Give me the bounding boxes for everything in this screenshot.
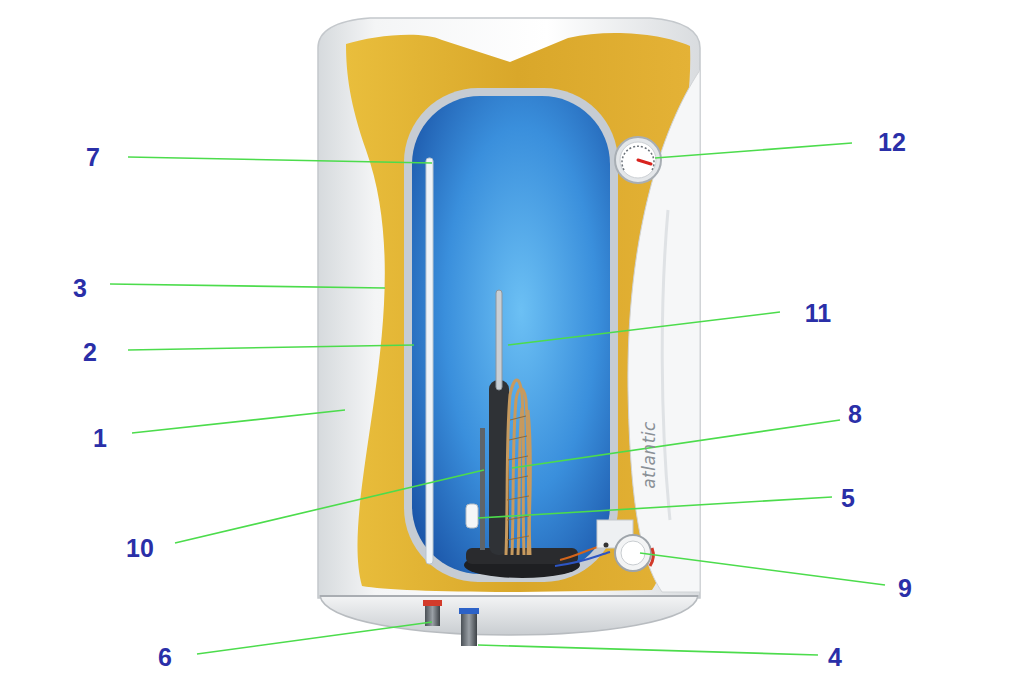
gauge-scale [622, 146, 654, 170]
leader-line [512, 420, 840, 468]
cold-pipe [461, 612, 477, 646]
callout-number: 9 [898, 576, 912, 601]
leader-lines [110, 143, 885, 655]
wire [555, 552, 610, 566]
callout-number: 1 [93, 426, 107, 451]
hot-ring [423, 600, 442, 606]
callout-number: 6 [158, 645, 172, 670]
callout-number: 2 [83, 340, 97, 365]
sensor-cap [466, 504, 478, 528]
leader-line [640, 553, 885, 585]
leader-line [478, 645, 818, 655]
callout-number: 4 [828, 645, 842, 670]
leader-line [197, 622, 432, 654]
cold-ring [459, 608, 479, 614]
thermostat-tube [480, 428, 485, 550]
callout-number: 3 [73, 276, 87, 301]
leader-line [175, 470, 484, 543]
coil-shading [507, 416, 529, 540]
inlet-tube [426, 158, 433, 564]
gauge-face [620, 142, 656, 178]
leader-line [655, 143, 852, 158]
temperature-gauge [615, 137, 661, 183]
outer-casing [318, 18, 700, 598]
gauge-needle [638, 160, 651, 164]
leader-line [128, 157, 432, 163]
callout-number: 7 [86, 145, 100, 170]
callout-number: 12 [878, 130, 906, 155]
panel-groove [662, 210, 670, 520]
knob-mark [604, 543, 609, 548]
cap-rim [320, 595, 698, 597]
callout-number: 11 [805, 301, 831, 326]
callout-number: 10 [126, 536, 154, 561]
leader-line [128, 345, 414, 350]
flange-body [466, 548, 578, 564]
knob-scale [650, 548, 653, 566]
leader-line [478, 497, 832, 518]
water-tank [412, 96, 610, 574]
anode-rod [496, 290, 502, 390]
leader-line [508, 312, 780, 345]
leader-line [132, 410, 345, 433]
callout-number: 5 [841, 486, 855, 511]
leader-line [110, 284, 385, 288]
brand-logo: atlantic [641, 421, 658, 489]
callout-number: 8 [848, 402, 862, 427]
